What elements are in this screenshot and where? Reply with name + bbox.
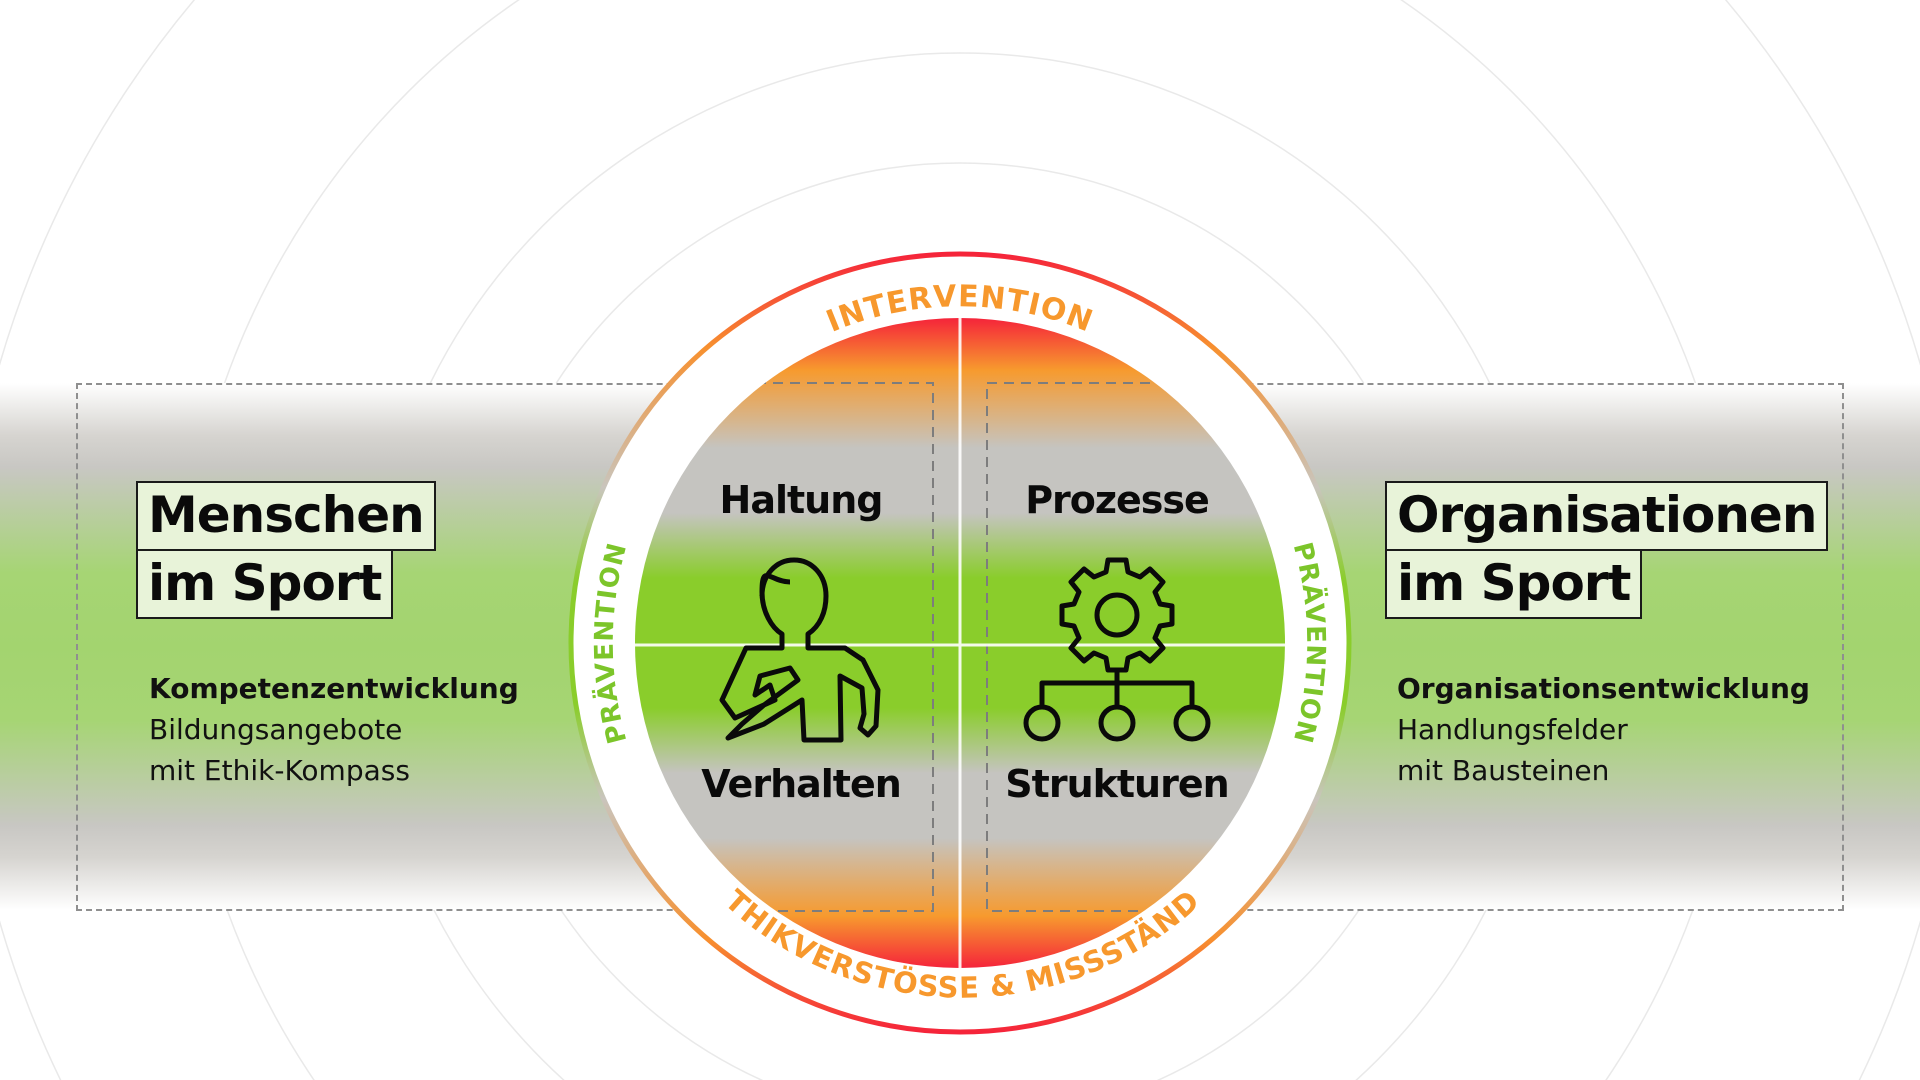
right-panel-description: Organisationsentwicklung Handlungsfelder… (1397, 668, 1810, 791)
quadrant-verhalten: Verhalten (701, 762, 902, 806)
gear-hierarchy-icon (1023, 557, 1211, 742)
title-line-menschen: Menschen (136, 481, 436, 551)
title-line-organisationen: Organisationen (1385, 481, 1829, 551)
left-panel-title: Menschen im Sport (136, 481, 436, 619)
right-desc-line2: mit Bausteinen (1397, 754, 1610, 787)
right-desc-heading: Organisationsentwicklung (1397, 672, 1810, 705)
right-desc-line1: Handlungsfelder (1397, 713, 1628, 746)
quadrant-prozesse: Prozesse (1025, 478, 1210, 522)
left-desc-heading: Kompetenzentwicklung (149, 672, 519, 705)
right-panel-title: Organisationen im Sport (1385, 481, 1829, 619)
quadrant-strukturen: Strukturen (1005, 762, 1229, 806)
person-hand-on-chest-icon (719, 557, 881, 743)
title-line-im-sport-left: im Sport (136, 549, 394, 619)
title-line-im-sport-right: im Sport (1385, 549, 1643, 619)
left-desc-line2: mit Ethik-Kompass (149, 754, 410, 787)
quadrant-haltung: Haltung (719, 478, 884, 522)
left-panel-description: Kompetenzentwicklung Bildungsangebote mi… (149, 668, 519, 791)
left-desc-line1: Bildungsangebote (149, 713, 403, 746)
